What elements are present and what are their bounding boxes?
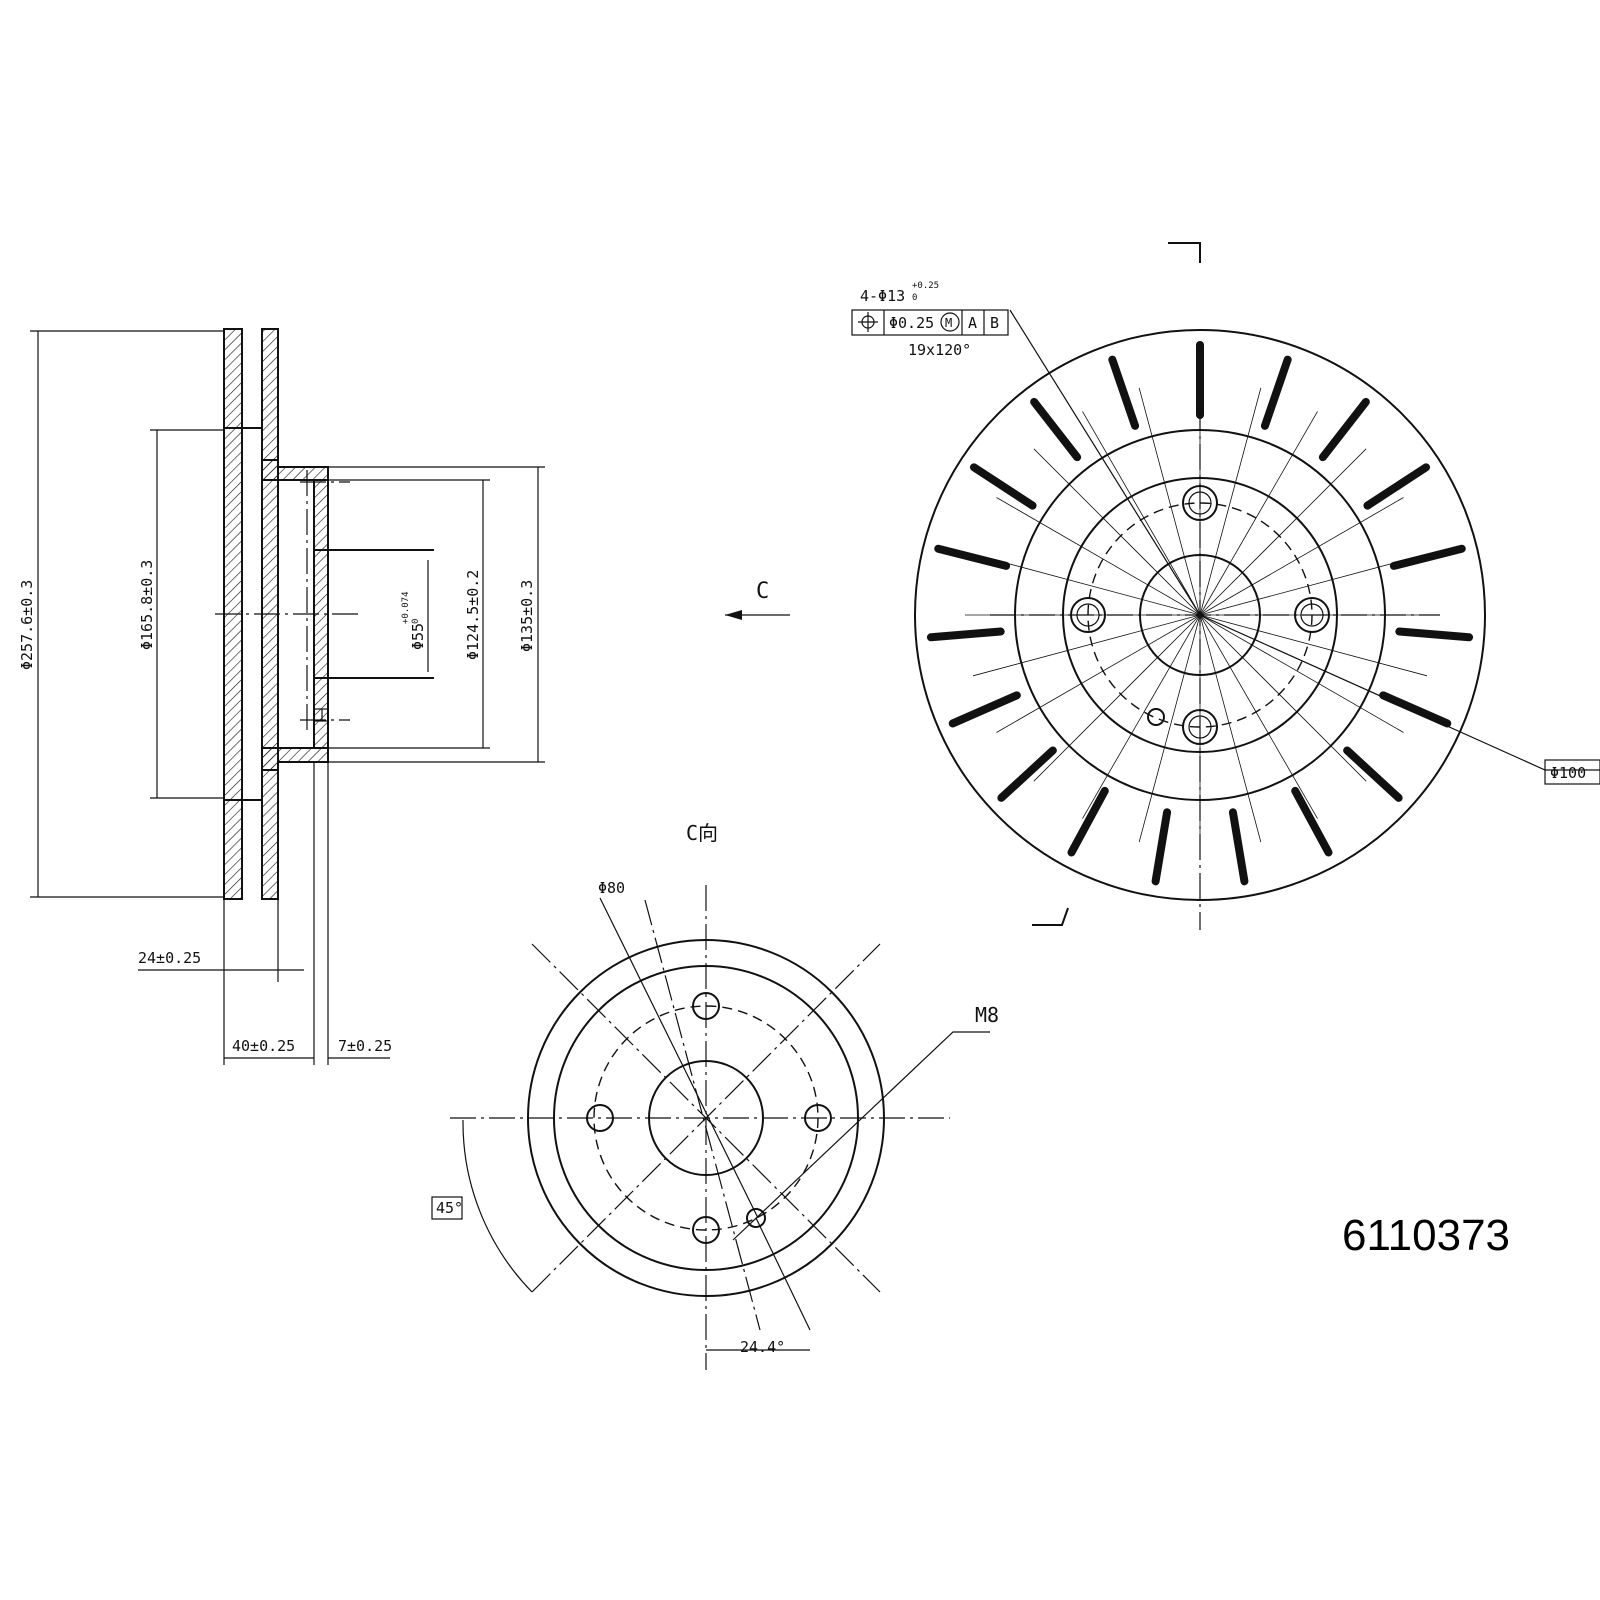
- construction-ray: [1138, 387, 1201, 616]
- cooling-vane: [1379, 691, 1452, 728]
- construction-ray: [996, 614, 1201, 733]
- hat-diameter-label: Φ135±0.3: [518, 580, 536, 652]
- tolerance-frame: Φ0.25 M A B: [851, 309, 1009, 336]
- construction-ray: [1033, 614, 1201, 782]
- construction-ray: [1199, 448, 1367, 616]
- view-c-title: C向: [686, 821, 718, 845]
- construction-ray: [972, 614, 1201, 677]
- construction-ray: [1199, 614, 1318, 819]
- bore-diameter-label: Φ55: [409, 623, 427, 650]
- construction-ray: [1199, 614, 1262, 843]
- construction-ray: [996, 497, 1201, 616]
- part-number: 6110373: [1342, 1211, 1510, 1260]
- cooling-vane: [1228, 808, 1249, 886]
- bore-tolerance-lower: 0: [411, 619, 421, 624]
- side-section-view: Φ257.6±0.3 Φ165.8±0.3 Φ55 +0.074 0 Φ124.…: [18, 328, 545, 1065]
- view-c-diameter-label: Φ80: [598, 879, 625, 897]
- hole-tolerance-upper: +0.25: [912, 281, 939, 291]
- construction-ray: [1199, 614, 1428, 677]
- thickness-label: 24±0.25: [138, 949, 201, 967]
- hub-diameter-label: Φ124.5±0.2: [464, 570, 482, 660]
- angle-24-label: 24.4°: [740, 1338, 785, 1356]
- construction-ray: [1033, 448, 1201, 616]
- hat-thickness-label: 7±0.25: [338, 1037, 392, 1055]
- construction-ray: [1082, 614, 1201, 819]
- front-view: 4-Φ13 +0.25 0 Φ0.25 M A B 19x120° Φ100: [851, 242, 1600, 930]
- outer-diameter-label: Φ257.6±0.3: [18, 580, 36, 670]
- construction-ray: [1082, 411, 1201, 616]
- construction-ray: [1138, 614, 1201, 843]
- cooling-vane: [1291, 786, 1333, 857]
- cooling-vane: [1389, 544, 1466, 570]
- position-icon: [858, 312, 878, 332]
- hole-tolerance-lower: 0: [912, 293, 917, 303]
- view-c-thread-hole: [746, 1208, 766, 1228]
- rotor-outer-circle: [914, 329, 1486, 901]
- construction-ray: [972, 553, 1201, 616]
- cooling-vane: [1030, 397, 1082, 462]
- cooling-vane: [969, 463, 1037, 510]
- datum-a: A: [968, 314, 977, 332]
- height-label: 40±0.25: [232, 1037, 295, 1055]
- cooling-vane: [934, 544, 1011, 570]
- hat-section-top: [261, 459, 329, 481]
- material-modifier: M: [945, 316, 952, 330]
- construction-ray: [1199, 553, 1428, 616]
- pcd-label: Φ100: [1550, 764, 1586, 782]
- hat-section-bottom: [261, 747, 329, 771]
- construction-ray: [1199, 614, 1404, 733]
- view-arrow-c: C: [725, 579, 790, 620]
- cooling-vane: [1318, 397, 1370, 462]
- view-arrow-label: C: [756, 579, 769, 604]
- vane-spec-label: 19x120°: [908, 341, 971, 359]
- construction-ray: [1199, 497, 1404, 616]
- construction-ray: [1199, 387, 1262, 616]
- thread-label: M8: [975, 1003, 999, 1027]
- position-tolerance-value: Φ0.25: [889, 314, 934, 332]
- construction-ray: [1199, 614, 1367, 782]
- cooling-vane: [1067, 786, 1109, 857]
- cooling-vane: [948, 691, 1021, 728]
- inner-diameter-label: Φ165.8±0.3: [138, 560, 156, 650]
- cooling-vane: [1395, 627, 1474, 642]
- cooling-vane: [1363, 463, 1431, 510]
- cooling-vane: [1108, 355, 1140, 430]
- cooling-vane: [926, 627, 1005, 642]
- construction-ray: [1199, 411, 1318, 616]
- bore-tolerance-upper: +0.074: [401, 591, 411, 624]
- datum-b: B: [990, 314, 999, 332]
- cooling-vane: [1151, 808, 1172, 886]
- cooling-vane: [997, 746, 1057, 802]
- cooling-vane: [1343, 746, 1403, 802]
- threaded-hole: [1147, 708, 1165, 726]
- cooling-vanes: [926, 341, 1474, 886]
- cooling-vane: [1260, 355, 1292, 430]
- angle-45-label: 45°: [436, 1199, 463, 1217]
- hole-spec-label: 4-Φ13: [860, 287, 905, 305]
- view-c: C向 Φ80 M8 45° 24.4°: [431, 821, 999, 1370]
